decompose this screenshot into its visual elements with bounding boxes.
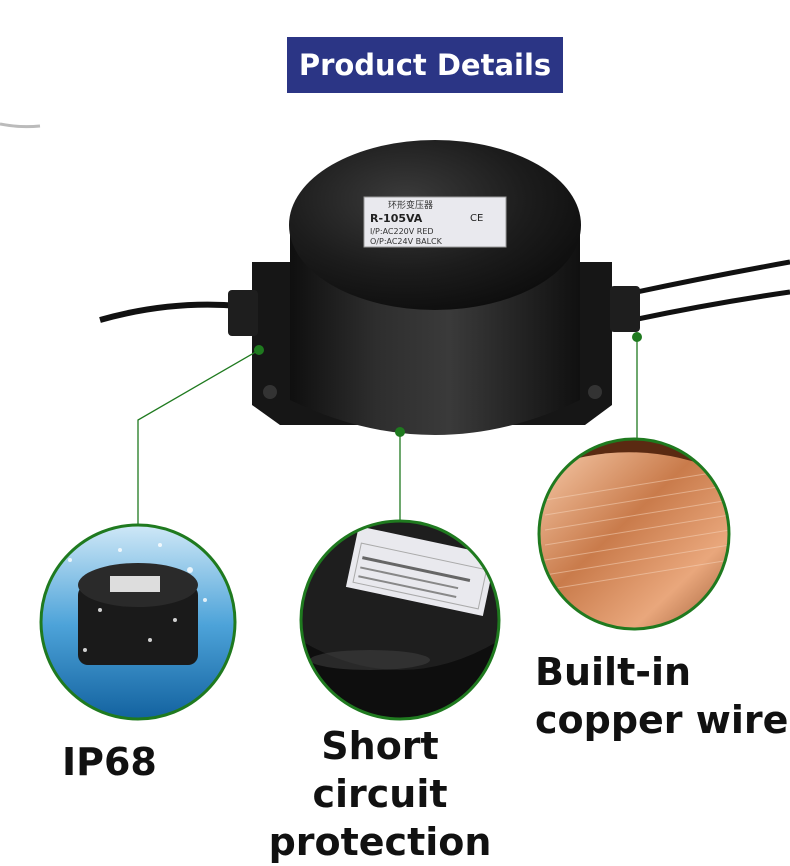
product-photo: 环形变压器 R-105VA CE I/P:AC220V RED O/P:AC24… xyxy=(0,122,790,721)
label-output: O/P:AC24V BALCK xyxy=(370,237,443,246)
cable-gland-left xyxy=(228,290,258,336)
cable-left xyxy=(99,301,241,323)
cable-stray xyxy=(0,122,41,129)
mount-hole-left xyxy=(263,385,277,399)
feature-copper-wire-line2: copper wire xyxy=(535,698,789,742)
label-input: I/P:AC220V RED xyxy=(370,227,434,236)
callout-line-ip68 xyxy=(137,349,260,527)
detail-waterproof-image xyxy=(39,523,237,721)
callout-dot-ip68 xyxy=(254,345,264,355)
callout-dot-copper xyxy=(632,332,642,342)
feature-copper-wire-line1: Built-in xyxy=(535,650,692,694)
product-label: 环形变压器 R-105VA CE I/P:AC220V RED O/P:AC24… xyxy=(363,196,507,248)
page-title-banner: Product Details xyxy=(287,37,563,93)
feature-ip68-text: IP68 xyxy=(62,740,157,784)
feature-short-circuit-line2: protection xyxy=(268,820,492,864)
label-model: R-105VA xyxy=(370,212,423,225)
cable-gland-right xyxy=(610,286,640,332)
mount-hole-right xyxy=(588,385,602,399)
feature-short-circuit-line1: Short circuit xyxy=(312,724,448,816)
feature-ip68: IP68 xyxy=(62,738,157,786)
label-line1: 环形变压器 xyxy=(388,199,433,211)
detail-copper-wire-image xyxy=(537,437,731,631)
callout-dot-short-circuit xyxy=(395,427,405,437)
detail-label-closeup-image xyxy=(299,519,501,721)
page-title: Product Details xyxy=(298,48,552,82)
feature-copper-wire: Built-in copper wire xyxy=(535,648,788,744)
feature-short-circuit: Short circuit protection xyxy=(250,722,510,866)
label-ce: CE xyxy=(470,213,483,224)
